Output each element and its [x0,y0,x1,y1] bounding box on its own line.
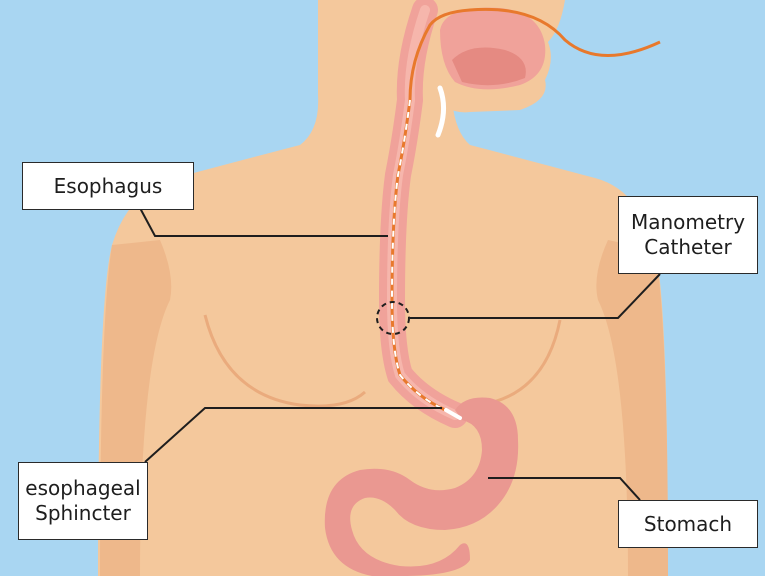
manometry-label-line2: Catheter [644,235,731,260]
esophagus-label-box: Esophagus [22,162,194,210]
manometry-label-line1: Manometry [631,210,745,235]
esophagus-label: Esophagus [54,174,163,199]
stomach-label: Stomach [644,512,732,537]
sphincter-label-line2: Sphincter [35,501,131,526]
esophageal-sphincter-label-box: esophageal Sphincter [18,462,148,540]
sphincter-label-line1: esophageal [25,476,140,501]
manometry-catheter-label-box: Manometry Catheter [618,196,758,274]
stomach-label-box: Stomach [618,500,758,548]
